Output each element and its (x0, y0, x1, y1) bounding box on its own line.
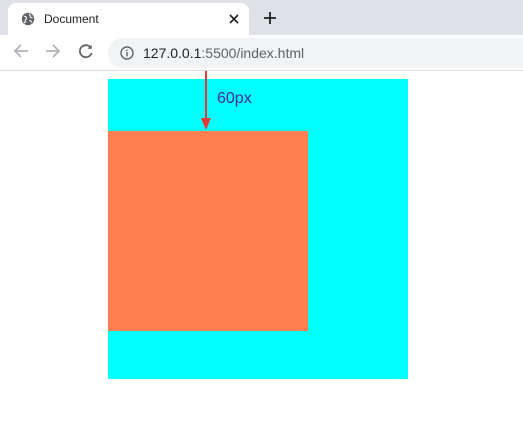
reload-icon (78, 43, 94, 64)
tab-title: Document (44, 12, 99, 26)
plus-icon[interactable] (258, 6, 282, 30)
arrow-down-icon (201, 71, 211, 130)
address-bar[interactable]: 127.0.0.1:5500/index.html (108, 38, 523, 68)
arrow-right-icon (45, 43, 61, 64)
arrow-left-icon (13, 43, 29, 64)
outer-box (108, 79, 408, 379)
page-viewport: 60px (0, 71, 523, 448)
globe-icon (21, 12, 35, 26)
url-text: 127.0.0.1:5500/index.html (143, 45, 304, 61)
url-path: :5500/index.html (201, 45, 305, 61)
info-icon[interactable] (120, 46, 134, 60)
tab-document[interactable]: Document (8, 3, 249, 35)
forward-button[interactable] (40, 40, 66, 66)
close-icon[interactable] (225, 10, 243, 28)
tab-strip: Document (0, 0, 523, 35)
back-button[interactable] (8, 40, 34, 66)
url-host: 127.0.0.1 (143, 45, 202, 61)
inner-box (108, 131, 308, 331)
browser-toolbar: 127.0.0.1:5500/index.html (0, 35, 523, 71)
margin-annotation-label: 60px (217, 90, 252, 107)
reload-button[interactable] (73, 40, 99, 66)
